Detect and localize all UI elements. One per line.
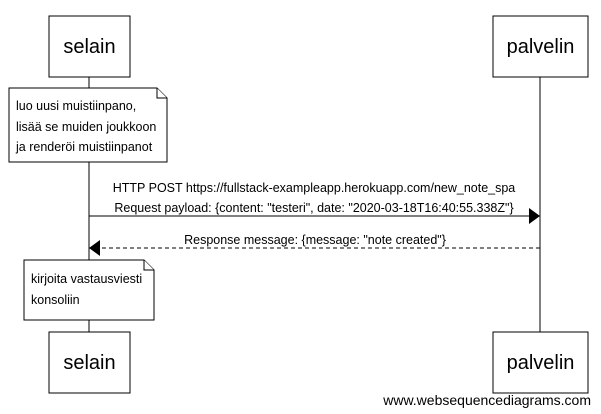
- note-second-line-2: konsoliin: [31, 293, 80, 307]
- message-response: Response message: {message: "note create…: [89, 233, 540, 256]
- message-response-line-1: Response message: {message: "note create…: [184, 233, 446, 247]
- note-second: kirjoita vastausviesti konsoliin: [23, 259, 155, 321]
- message-request: HTTP POST https://fullstack-exampleapp.h…: [89, 181, 540, 224]
- actor-selain-top: selain: [48, 15, 131, 78]
- note-first-line-3: ja renderöi muistiinpanot: [15, 140, 153, 154]
- actor-palvelin-bottom-label: palvelin: [507, 352, 575, 374]
- message-response-arrowhead: [89, 240, 100, 256]
- actor-palvelin-bottom: palvelin: [492, 331, 589, 394]
- actor-palvelin-top: palvelin: [492, 15, 589, 78]
- actor-palvelin-top-label: palvelin: [507, 36, 575, 58]
- watermark: www.websequencediagrams.com: [382, 392, 591, 408]
- actor-selain-top-label: selain: [63, 36, 115, 58]
- actor-selain-bottom: selain: [48, 331, 131, 394]
- note-first: luo uusi muistiinpano, lisää se muiden j…: [8, 87, 168, 163]
- message-request-line-1: HTTP POST https://fullstack-exampleapp.h…: [113, 181, 516, 195]
- message-request-arrowhead: [529, 208, 540, 224]
- note-first-line-1: luo uusi muistiinpano,: [16, 99, 136, 113]
- actor-selain-bottom-label: selain: [63, 352, 115, 374]
- note-second-line-1: kirjoita vastausviesti: [31, 272, 142, 286]
- message-request-line-2: Request payload: {content: "testeri", da…: [114, 201, 513, 215]
- note-first-line-2: lisää se muiden joukkoon: [16, 120, 156, 134]
